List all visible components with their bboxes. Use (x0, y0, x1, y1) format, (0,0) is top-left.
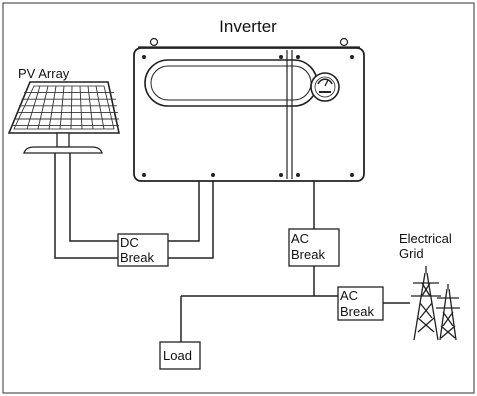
pv-dc-wire-inner (69, 153, 118, 242)
ac-break-1-label-line1: AC (291, 231, 309, 246)
grid-label-line2: Grid (399, 246, 424, 261)
dc-inverter-wire-inner (168, 181, 200, 242)
dc-break-label-line2: Break (120, 250, 154, 265)
solar-panel-icon (7, 81, 120, 154)
wiring (54, 153, 410, 342)
power-tower-icon (411, 266, 460, 341)
ac-break-2-box (337, 286, 384, 321)
dc-break-label-line1: DC (120, 235, 139, 250)
inverter-icon (133, 37, 365, 182)
load-label: Load (163, 348, 192, 363)
inverter-label: Inverter (219, 17, 277, 36)
ac-break-1-label-line2: Break (291, 247, 325, 262)
dc-inverter-wire-outer (168, 181, 214, 259)
pv-array-label: PV Array (18, 66, 70, 81)
ac-break-2-label-line2: Break (340, 304, 374, 319)
dc-break-box (117, 233, 169, 267)
ac-break-2-label-line1: AC (340, 288, 358, 303)
grid-label-line1: Electrical (399, 231, 452, 246)
pv-dc-wire-outer (54, 153, 118, 259)
load-box (159, 341, 201, 370)
ac-break-1-box (288, 228, 340, 267)
